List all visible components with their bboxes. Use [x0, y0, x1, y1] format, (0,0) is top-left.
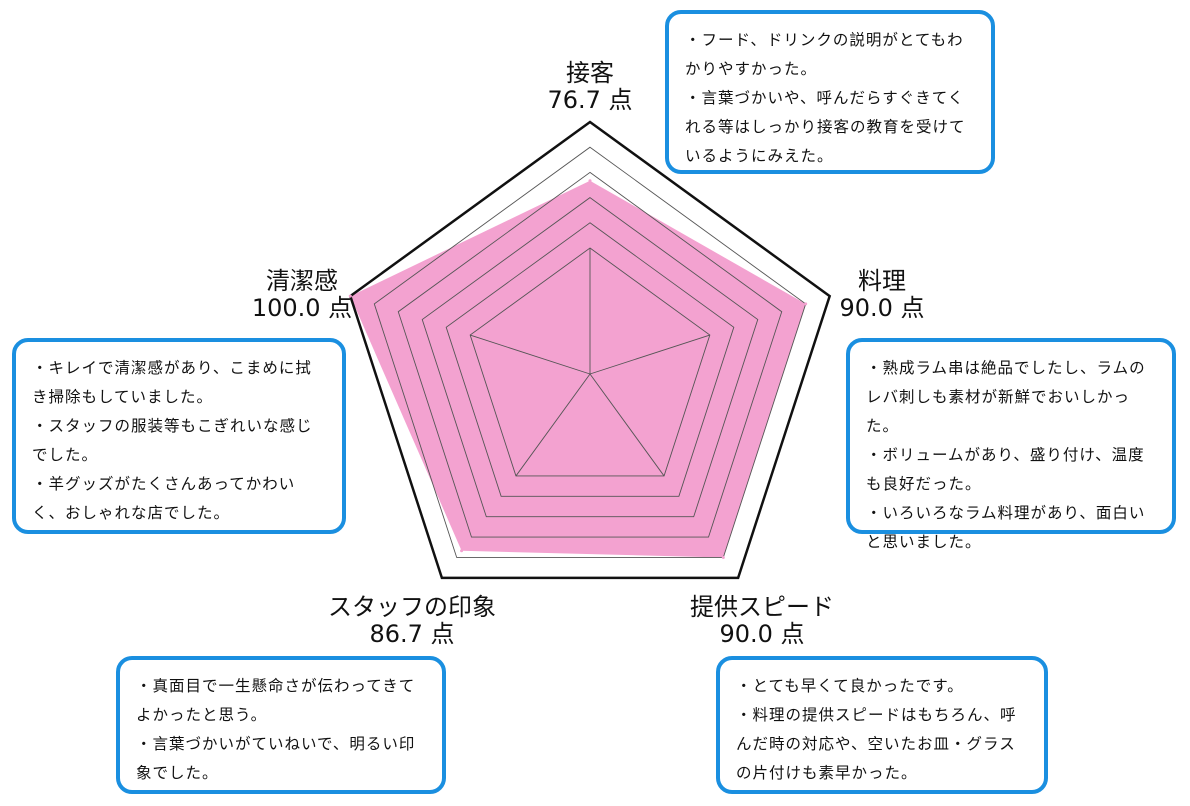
- comment: ・言葉づかいがていねいで、明るい印象でした。: [136, 735, 416, 782]
- comment: ・ボリュームがあり、盛り付け、温度も良好だった。: [866, 446, 1145, 493]
- grid-ring: [445, 222, 735, 497]
- comment-box-speed: ・とても早くて良かったです。 ・料理の提供スピードはもちろん、呼んだ時の対応や、…: [716, 656, 1048, 794]
- comment: ・いろいろなラム料理があり、面白いと思いました。: [866, 504, 1146, 551]
- data-point: [721, 555, 725, 559]
- grid-ring: [421, 197, 759, 518]
- comment: ・スタッフの服装等もこぎれいな感じでした。: [32, 417, 313, 464]
- comment-box-service: ・フード、ドリンクの説明がとてもわかりやすかった。 ・言葉づかいや、呼んだらすぐ…: [665, 10, 995, 174]
- comment: ・キレイで清潔感があり、こまめに拭き掃除もしていました。: [32, 359, 312, 406]
- comment: ・とても早くて良かったです。: [736, 677, 964, 695]
- axis-line: [589, 334, 710, 375]
- comment: ・フード、ドリンクの説明がとてもわかりやすかった。: [685, 31, 964, 78]
- axis-line: [470, 334, 591, 375]
- axis-line: [589, 373, 665, 477]
- axis-line: [515, 373, 591, 477]
- data-point: [460, 549, 464, 553]
- comment: ・真面目で一生懸命さが伝わってきてよかったと思う。: [136, 677, 416, 724]
- data-point: [588, 179, 592, 183]
- data-area: [350, 180, 806, 558]
- grid-ring: [397, 171, 783, 538]
- comment: ・言葉づかいや、呼んだらすぐきてくれる等はしっかり接客の教育を受けているようにみ…: [685, 89, 966, 165]
- grid-ring: [373, 146, 807, 558]
- grid-ring: [469, 247, 711, 477]
- data-point: [804, 302, 808, 306]
- grid-ring: [348, 120, 832, 580]
- comment-box-clean: ・キレイで清潔感があり、こまめに拭き掃除もしていました。 ・スタッフの服装等もこ…: [12, 338, 346, 534]
- comment: ・熟成ラム串は絶品でしたし、ラムのレバ刺しも素材が新鮮でおいしかった。: [866, 359, 1146, 435]
- comment: ・料理の提供スピードはもちろん、呼んだ時の対応や、空いたお皿・グラスの片付けも素…: [736, 706, 1017, 782]
- comment: ・羊グッズがたくさんあってかわいく、おしゃれな店でした。: [32, 475, 296, 522]
- comment-box-staff: ・真面目で一生懸命さが伝わってきてよかったと思う。 ・言葉づかいがていねいで、明…: [116, 656, 446, 794]
- data-point: [348, 294, 352, 298]
- comment-box-food: ・熟成ラム串は絶品でしたし、ラムのレバ刺しも素材が新鮮でおいしかった。 ・ボリュ…: [846, 338, 1176, 551]
